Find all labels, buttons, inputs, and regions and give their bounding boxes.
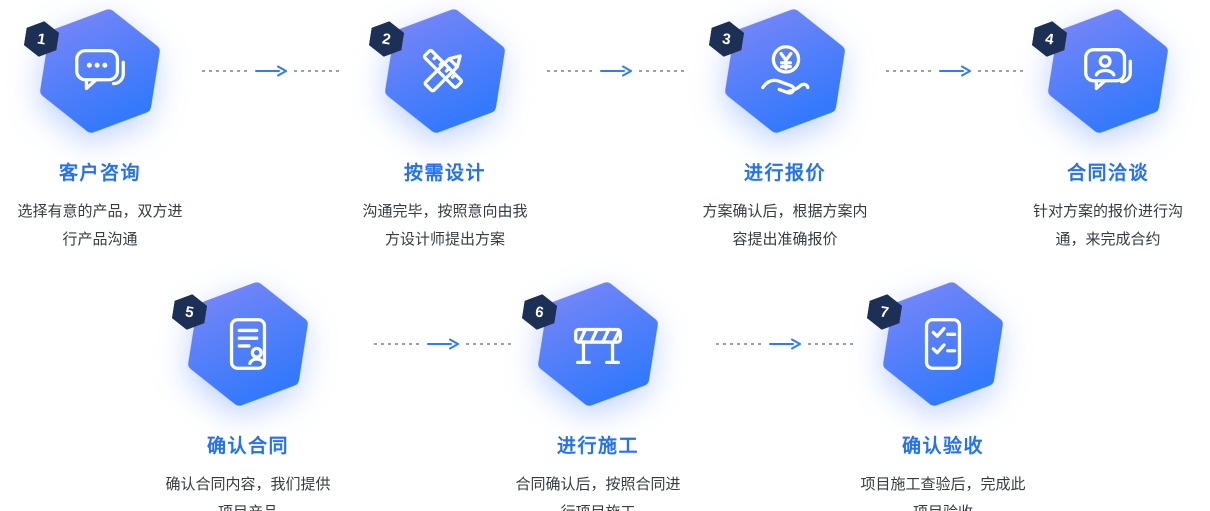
step-number: 2 — [381, 29, 392, 49]
step-number: 1 — [36, 29, 47, 49]
step-description: 方案确认后，根据方案内容提出准确报价 — [702, 203, 868, 248]
step-description: 针对方案的报价进行沟通，来完成合约 — [1032, 203, 1183, 248]
arrow-right-icon — [427, 338, 459, 350]
step-title: 确认验收 — [901, 436, 984, 457]
step-number: 5 — [184, 302, 195, 322]
dashed-line — [374, 343, 420, 345]
step-title: 按需设计 — [403, 163, 486, 184]
arrow-right-icon — [769, 338, 801, 350]
dashed-line — [808, 343, 854, 345]
step-number: 3 — [721, 29, 732, 49]
step-title: 进行施工 — [556, 436, 639, 457]
step-hexagon: 1 — [34, 8, 166, 134]
connector-step3-step4 — [886, 65, 1024, 77]
arrow-right-icon — [600, 65, 632, 77]
step-description: 项目施工查验后，完成此项目验收 — [860, 476, 1026, 511]
step-description: 合同确认后，按照合同进行项目施工 — [515, 476, 681, 511]
step-title: 进行报价 — [743, 163, 826, 184]
dashed-line — [716, 343, 762, 345]
step-hexagon: 2 — [379, 8, 511, 134]
step-title: 客户咨询 — [58, 163, 141, 184]
chat-bubble-icon — [69, 40, 131, 102]
construction-barrier-icon — [567, 313, 629, 375]
connector-step2-step3 — [547, 65, 685, 77]
process-step-2: 2 按需设计 沟通完毕，按照意向由我方设计师提出方案 — [330, 8, 560, 254]
checklist-icon — [912, 313, 974, 375]
dashed-line — [466, 343, 512, 345]
step-title: 合同洽谈 — [1066, 163, 1149, 184]
hand-coin-yen-icon — [754, 40, 816, 102]
process-step-6: 6 进行施工 合同确认后，按照合同进行项目施工 — [483, 281, 713, 511]
dashed-line — [547, 70, 593, 72]
step-hexagon: 5 — [182, 281, 314, 407]
connector-step5-step6 — [374, 338, 512, 350]
step-number: 6 — [534, 302, 545, 322]
step-hexagon: 7 — [877, 281, 1009, 407]
dashed-line — [294, 70, 340, 72]
step-number: 7 — [879, 302, 890, 322]
dashed-line — [639, 70, 685, 72]
step-description: 选择有意的产品，双方进行产品沟通 — [17, 203, 183, 248]
arrow-right-icon — [939, 65, 971, 77]
dashed-line — [886, 70, 932, 72]
step-hexagon: 4 — [1042, 8, 1174, 134]
dashed-line — [978, 70, 1024, 72]
process-step-3: 3 进行报价 方案确认后，根据方案内容提出准确报价 — [670, 8, 900, 254]
process-step-5: 5 确认合同 确认合同内容，我们提供项目产品 — [133, 281, 363, 511]
step-number: 4 — [1044, 29, 1055, 49]
person-speech-bubble-icon — [1077, 40, 1139, 102]
pencil-ruler-icon — [414, 40, 476, 102]
dashed-line — [202, 70, 248, 72]
step-hexagon: 3 — [719, 8, 851, 134]
connector-step6-step7 — [716, 338, 854, 350]
step-title: 确认合同 — [206, 436, 289, 457]
arrow-right-icon — [255, 65, 287, 77]
step-description: 沟通完毕，按照意向由我方设计师提出方案 — [362, 203, 528, 248]
process-step-7: 7 确认验收 项目施工查验后，完成此项目验收 — [828, 281, 1058, 511]
process-step-4: 4 合同洽谈 针对方案的报价进行沟通，来完成合约 — [993, 8, 1210, 254]
process-step-1: 1 客户咨询 选择有意的产品，双方进行产品沟通 — [0, 8, 215, 254]
step-hexagon: 6 — [532, 281, 664, 407]
step-description: 确认合同内容，我们提供项目产品 — [165, 476, 331, 511]
connector-step1-step2 — [202, 65, 340, 77]
contract-document-icon — [217, 313, 279, 375]
